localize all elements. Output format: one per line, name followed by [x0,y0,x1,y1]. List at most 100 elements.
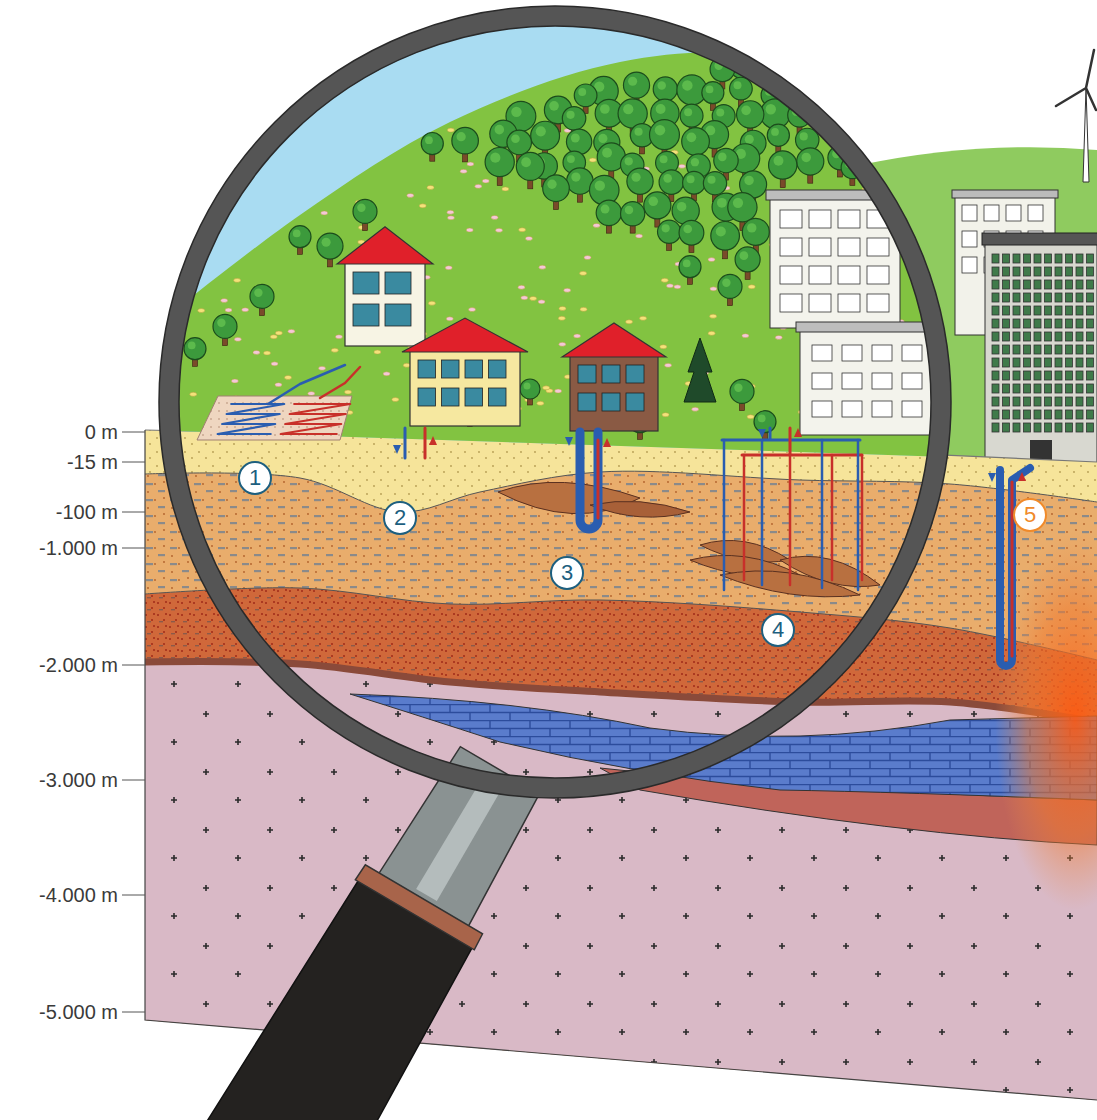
flower [190,392,197,396]
tree-crown [680,104,703,127]
window [1013,306,1020,315]
tree-crown [621,202,645,226]
tree [718,274,742,305]
office-tower [985,240,1097,465]
supply-pipe [268,365,345,404]
tree-highlight [800,132,808,140]
tree-highlight [850,84,859,93]
callout-number: 1 [249,467,261,489]
window [902,345,922,361]
window [1013,280,1020,289]
flower [660,345,667,349]
flower [502,187,509,191]
window [780,238,802,256]
tree-crown [452,127,479,154]
flower [447,216,454,220]
flower [383,372,390,376]
tree [845,80,870,113]
window [602,365,620,383]
flow-arrow [1018,472,1026,481]
window [1055,384,1062,393]
flower [467,162,474,166]
tree-highlight [797,77,807,87]
window [1076,397,1083,406]
window [992,306,999,315]
window [1003,280,1010,289]
window [1066,423,1073,432]
tree-crown [650,120,680,150]
tree-crown [845,80,870,105]
flower [747,415,754,419]
tree-highlight [771,128,779,136]
tree-crown [742,218,769,245]
flower [589,158,596,162]
collector-pipe [281,404,351,434]
depth-tick [122,1012,145,1013]
window [1024,345,1031,354]
window [1087,384,1094,393]
depth-label: -100 m [56,501,118,523]
tree-crown [184,338,206,360]
probe-pipe [404,428,407,458]
flower [661,278,668,282]
window [1024,267,1031,276]
window [838,266,860,284]
window [992,358,999,367]
spruce [684,338,716,402]
window [1076,358,1083,367]
tree-highlight [660,155,668,163]
tree-highlight [687,132,697,142]
flower [580,307,587,311]
window [1076,319,1083,328]
tree-highlight [826,105,834,113]
tree [658,220,681,250]
window [1013,423,1020,432]
depth-tick [122,462,145,463]
flower [530,296,537,300]
window [1066,280,1073,289]
house-wall [410,350,520,426]
tree-highlight [706,86,714,94]
tree-highlight [733,198,743,208]
tree-crown [596,200,621,225]
window [1087,319,1094,328]
tree [289,226,311,255]
flower [519,228,526,232]
flower [335,335,342,339]
window [1034,319,1041,328]
window [1066,345,1073,354]
tree-crown [658,220,681,243]
window [1055,410,1062,419]
window [1003,397,1010,406]
window [1055,280,1062,289]
tree-highlight [322,238,331,247]
flower [518,285,525,289]
window [902,401,922,417]
tree-highlight [855,126,863,134]
window [1013,371,1020,380]
window [809,210,831,228]
window [1066,332,1073,341]
window [962,205,977,221]
tree-crown [250,284,274,308]
tree-highlight [656,104,666,114]
tree-crown [543,175,570,202]
flower [491,215,498,219]
field-probe [789,455,792,585]
house-roof [402,318,528,352]
outer-buildings [952,190,1097,465]
flow-arrow [603,438,611,447]
depth-tick [122,665,145,666]
flower [288,329,295,333]
tree-crown [711,222,740,251]
tree-crown [679,220,704,245]
house [562,323,666,431]
tree-highlight [495,125,505,135]
depth-tick [122,895,145,896]
window [1034,384,1041,393]
tree [353,199,377,230]
callout-number: 4 [772,619,784,641]
window [867,266,889,284]
flower [428,301,435,305]
tree-crown [797,148,824,175]
